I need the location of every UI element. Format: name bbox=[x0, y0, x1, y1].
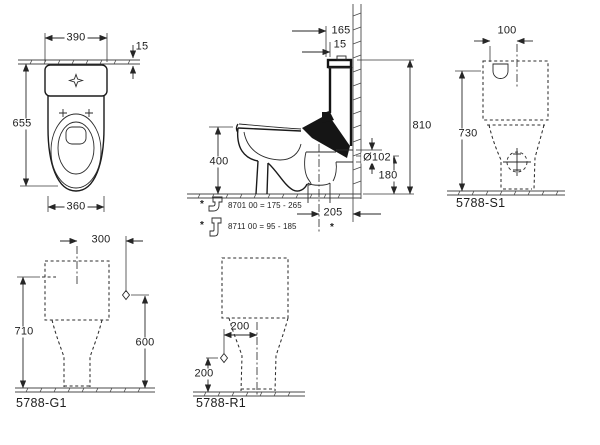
front-view-drawing bbox=[15, 236, 155, 393]
dim-front-height: 710 bbox=[12, 325, 36, 338]
dim-outlet-height: 180 bbox=[376, 169, 400, 182]
dim-total-height: 810 bbox=[412, 119, 432, 132]
note-2-asterisk: * bbox=[199, 220, 205, 231]
outlet-note-1: 8701 00 = 175 - 265 bbox=[228, 201, 302, 210]
dim-outlet-diameter: Ø102 bbox=[361, 151, 393, 164]
side-section-drawing bbox=[187, 4, 414, 237]
view-label-rear: 5788-S1 bbox=[456, 195, 506, 210]
dim-depth: 655 bbox=[10, 117, 34, 130]
dim-bowl-width: 360 bbox=[64, 200, 88, 213]
view-label-front: 5788-G1 bbox=[16, 395, 67, 410]
dim-wall-thickness: 15 bbox=[135, 40, 149, 53]
dim-wall-gap: 15 bbox=[331, 38, 349, 51]
outlet-note-2: 8711 00 = 95 - 185 bbox=[228, 222, 297, 231]
dim-center-offset: 300 bbox=[91, 233, 111, 246]
rear-view-drawing bbox=[447, 37, 565, 196]
dim-axis-height: 200 bbox=[192, 367, 216, 380]
dim-outlet-offset: 205 bbox=[321, 206, 345, 219]
dim-bowl-height: 400 bbox=[207, 155, 231, 168]
top-view-drawing bbox=[18, 33, 140, 212]
dim-inlet-offset: 100 bbox=[497, 24, 517, 37]
dim-top-width: 390 bbox=[64, 31, 88, 44]
p-trap-vertical-outlet-icon bbox=[209, 217, 222, 237]
dim-cistern-depth: 165 bbox=[329, 24, 353, 37]
dim-seat-axis-height: 600 bbox=[133, 336, 157, 349]
dim-inlet-height: 730 bbox=[456, 127, 480, 140]
dim-axis-offset: 200 bbox=[230, 320, 250, 333]
p-trap-horizontal-outlet-icon bbox=[208, 196, 223, 212]
note-1-asterisk: * bbox=[199, 199, 205, 210]
outlet-offset-asterisk: * bbox=[329, 222, 335, 233]
view-label-side: 5788-R1 bbox=[196, 395, 247, 410]
side-view-drawing bbox=[193, 257, 305, 397]
